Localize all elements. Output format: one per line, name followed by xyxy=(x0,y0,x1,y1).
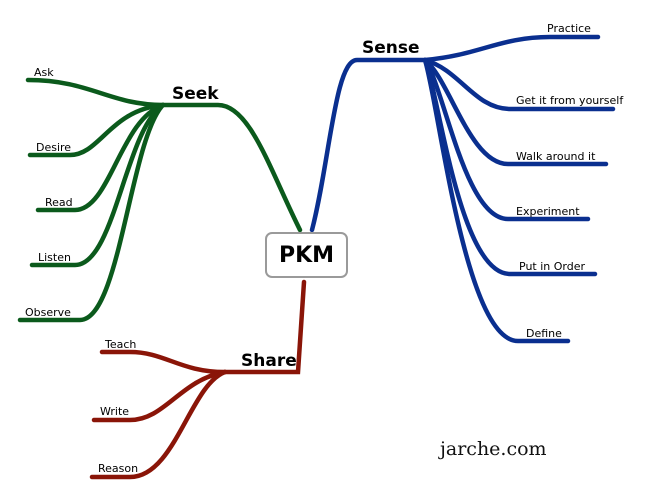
node-define[interactable]: Define xyxy=(526,327,562,340)
hub-seek[interactable]: Seek xyxy=(172,84,219,104)
hub-sense[interactable]: Sense xyxy=(362,38,420,58)
node-read[interactable]: Read xyxy=(45,196,73,209)
seek-connectors xyxy=(17,77,303,323)
sense-connectors xyxy=(309,34,616,344)
center-node-pkm[interactable]: PKM xyxy=(265,232,348,278)
center-label: PKM xyxy=(278,242,335,268)
node-practice[interactable]: Practice xyxy=(547,22,591,35)
node-observe[interactable]: Observe xyxy=(25,306,71,319)
node-put-in-order[interactable]: Put in Order xyxy=(519,260,586,273)
node-get-it-from-yourself[interactable]: Get it from yourself xyxy=(516,94,624,107)
hub-share[interactable]: Share xyxy=(241,351,297,371)
share-connectors xyxy=(89,279,307,480)
node-listen[interactable]: Listen xyxy=(38,251,71,264)
node-teach[interactable]: Teach xyxy=(105,338,137,351)
node-desire[interactable]: Desire xyxy=(36,141,72,154)
node-reason[interactable]: Reason xyxy=(98,462,139,475)
node-experiment[interactable]: Experiment xyxy=(516,205,580,218)
node-ask[interactable]: Ask xyxy=(34,66,54,79)
node-write[interactable]: Write xyxy=(100,405,130,418)
credit-text: jarche.com xyxy=(440,438,547,460)
node-walk-around-it[interactable]: Walk around it xyxy=(516,150,596,163)
